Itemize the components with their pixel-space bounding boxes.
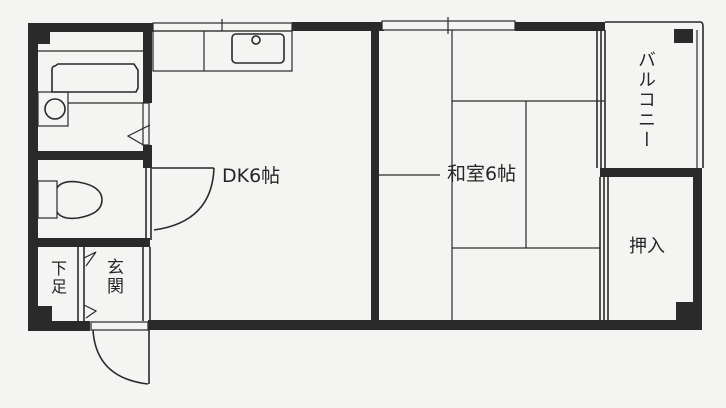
- room-label-balcony: バルコニー: [635, 50, 656, 150]
- tatami-layout: [379, 17, 609, 320]
- room-label-dk: DK6帖: [222, 165, 281, 187]
- room-label-genkan: 玄関: [103, 258, 123, 296]
- outer-walls: [28, 22, 702, 331]
- room-label-getabako: 下足: [48, 260, 67, 296]
- kitchen-counter: [152, 19, 293, 231]
- bathroom: [37, 50, 151, 147]
- interior-walls: [38, 23, 152, 247]
- toilet-room: [37, 180, 103, 220]
- entrance: [77, 247, 151, 385]
- room-label-washitsu: 和室6帖: [447, 163, 517, 185]
- balcony: [605, 21, 704, 168]
- room-label-oshiire: 押入: [629, 236, 665, 257]
